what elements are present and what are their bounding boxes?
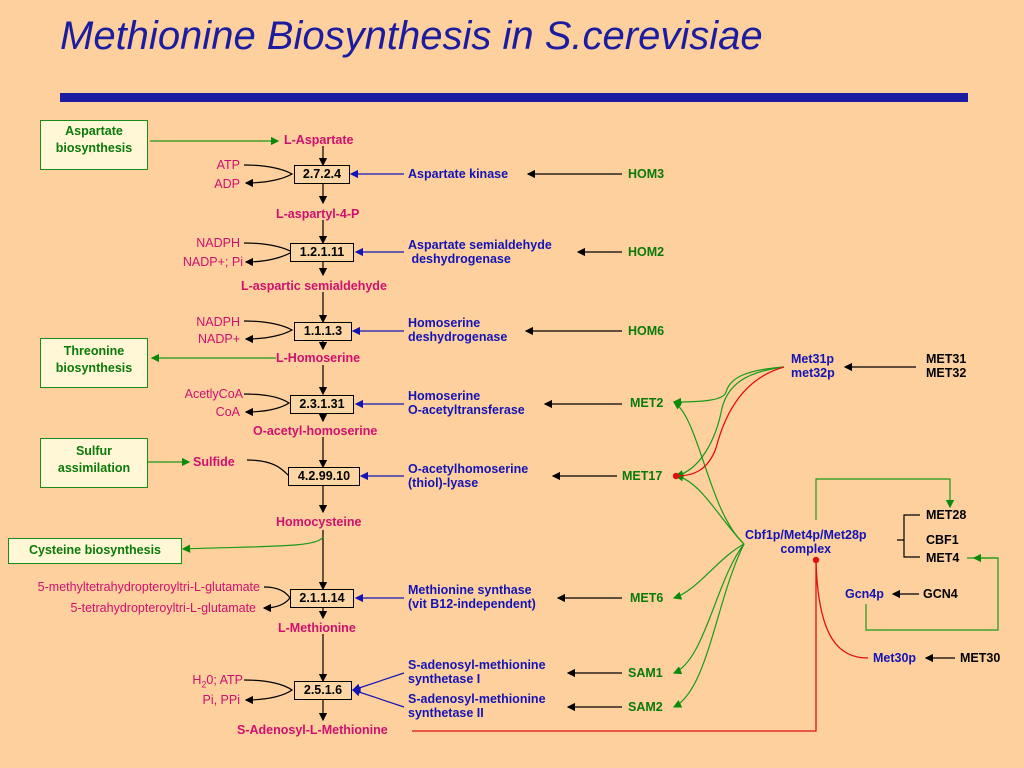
enzyme-aspartate-semialdehyde-dehydrogenase: Aspartate semialdehyde deshydrogenase: [408, 238, 552, 266]
regulator-cbf1p-met4p-met28p-complex: Cbf1p/Met4p/Met28p complex: [745, 528, 867, 556]
cofactor-adp: ADP: [214, 177, 240, 191]
gene-met6: MET6: [630, 591, 664, 605]
gene-met28: MET28: [926, 508, 967, 522]
gene-cbf1: CBF1: [926, 533, 959, 547]
metabolite-s-adenosyl-l-methionine: S-Adenosyl-L-Methionine: [237, 723, 388, 737]
gene-met17: MET17: [622, 469, 663, 483]
title-underline: [60, 93, 968, 102]
page-title: Methionine Biosynthesis in S.cerevisiae: [60, 14, 763, 58]
gene-arrows: [524, 169, 955, 712]
inhibition-dots: [672, 472, 820, 564]
cofactor-nadp: NADP+: [197, 332, 240, 346]
gene-met4: MET4: [926, 551, 960, 565]
cofactor-nadph-2: NADPH: [196, 315, 240, 329]
enzyme-arrows: [349, 169, 405, 708]
side-pathway-arrows: [147, 136, 324, 553]
cofactor-pi-ppi: Pi, PPi: [202, 693, 240, 707]
ec-box-2-1-1-14: 2.1.1.14: [290, 589, 354, 608]
inhibition-lines: [412, 366, 869, 732]
metabolite-l-aspartate: L-Aspartate: [284, 133, 354, 147]
ec-box-2-3-1-31: 2.3.1.31: [290, 395, 354, 414]
regulator-gcn4p: Gcn4p: [845, 587, 884, 601]
gene-met31-met32: MET31 MET32: [926, 352, 967, 380]
gene-hom6: HOM6: [628, 324, 665, 338]
cofactor-coa: CoA: [215, 405, 240, 419]
ec-box-4-2-99-10: 4.2.99.10: [288, 467, 360, 486]
ec-box-2-7-2-4: 2.7.2.4: [294, 165, 350, 184]
enzyme-o-acetylhomoserine-thiol-lyase: O-acetylhomoserine (thiol)-lyase: [408, 462, 529, 490]
metabolite-homocysteine: Homocysteine: [276, 515, 362, 529]
ec-box-2-5-1-6: 2.5.1.6: [294, 681, 352, 700]
gene-sam2: SAM2: [628, 700, 663, 714]
gene-gcn4: GCN4: [923, 587, 958, 601]
regulator-met31p-met32p: Met31p met32p: [791, 352, 835, 380]
threonine-biosynthesis-box: Threonine biosynthesis: [40, 338, 148, 388]
gene-hom3: HOM3: [628, 167, 665, 181]
enzyme-aspartate-kinase: Aspartate kinase: [408, 167, 509, 181]
gene-sam1: SAM1: [628, 666, 663, 680]
sulfur-assimilation-box: Sulfur assimilation: [40, 438, 148, 488]
enzyme-homoserine-o-acetyltransferase: Homoserine O-acetyltransferase: [408, 389, 525, 417]
metabolite-l-homoserine: L-Homoserine: [276, 351, 361, 365]
cofactor-5-tetrahydropteroyltriglutamate: 5-tetrahydropteroyltri-L-glutamate: [70, 601, 257, 615]
enzyme-sam-synthetase-2: S-adenosyl-methionine synthetase II: [408, 692, 546, 720]
gene-met2: MET2: [630, 396, 664, 410]
gene-met30: MET30: [960, 651, 1001, 665]
metabolite-l-aspartyl-4-p: L-aspartyl-4-P: [276, 207, 360, 221]
cysteine-biosynthesis-box: Cysteine biosynthesis: [8, 538, 182, 564]
metabolite-l-methionine: L-Methionine: [278, 621, 356, 635]
metabolite-sulfide: Sulfide: [193, 455, 235, 469]
ec-box-1-2-1-11: 1.2.1.11: [290, 243, 354, 262]
aspartate-biosynthesis-box: Aspartate biosynthesis: [40, 120, 148, 170]
regulator-met30p: Met30p: [873, 651, 917, 665]
activation-arrows: [672, 366, 999, 708]
metabolite-o-acetyl-homoserine: O-acetyl-homoserine: [253, 424, 378, 438]
cofactor-nadp-pi: NADP+; Pi: [182, 255, 243, 269]
cofactor-acetylcoa: AcetlyCoA: [184, 387, 243, 401]
cofactor-atp: ATP: [216, 158, 240, 172]
metabolite-l-aspartic-semialdehyde: L-aspartic semialdehyde: [241, 279, 387, 293]
ec-box-1-1-1-3: 1.1.1.3: [294, 322, 352, 341]
enzyme-methionine-synthase: Methionine synthase (vit B12-independent…: [408, 583, 536, 611]
cofactor-5-methyltetrahydropteroyltriglutamate: 5-methyltetrahydropteroyltri-L-glutamate: [37, 580, 260, 594]
gene-hom2: HOM2: [628, 245, 665, 259]
enzyme-homoserine-dehydrogenase: Homoserine deshydrogenase: [408, 316, 508, 344]
enzyme-sam-synthetase-1: S-adenosyl-methionine synthetase I: [408, 658, 546, 686]
cofactor-h2o-atp: H20; ATP: [192, 673, 243, 690]
cofactor-nadph-1: NADPH: [196, 236, 240, 250]
